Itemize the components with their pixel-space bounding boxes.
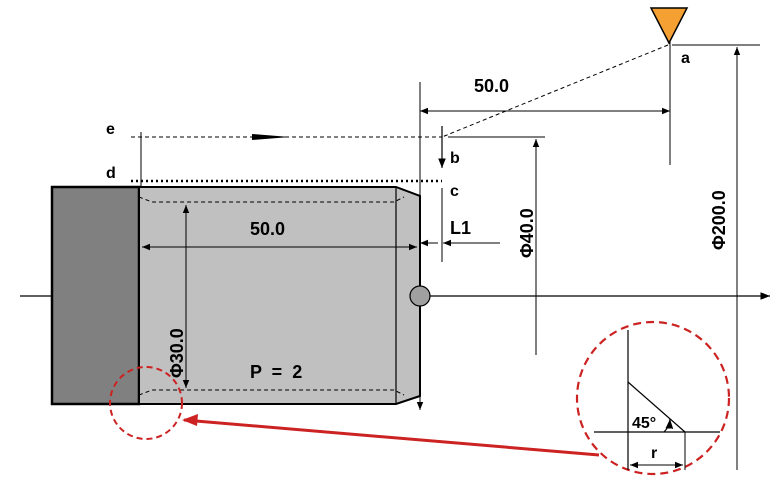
label-point-a: a bbox=[681, 50, 690, 67]
label-dia-200: Φ200.0 bbox=[709, 190, 729, 250]
label-point-c: c bbox=[450, 183, 459, 200]
detail-chamfer-line bbox=[627, 381, 686, 433]
label-point-e: e bbox=[106, 121, 115, 138]
label-radius: r bbox=[651, 445, 657, 462]
center-point-icon bbox=[409, 285, 431, 307]
thread-root-bottom bbox=[138, 389, 405, 396]
label-dia-30: Φ30.0 bbox=[167, 328, 187, 378]
triangle-tool-icon bbox=[649, 7, 689, 45]
label-point-b: b bbox=[450, 150, 460, 167]
detail-leader bbox=[183, 418, 600, 457]
path-e-arrow bbox=[252, 134, 290, 140]
label-dim-length: 50.0 bbox=[250, 219, 285, 239]
detail-leader-arrowhead bbox=[182, 414, 198, 426]
thread-root-top bbox=[138, 196, 405, 203]
label-dia-40: Φ40.0 bbox=[517, 208, 537, 258]
chuck bbox=[50, 185, 141, 406]
label-angle: 45° bbox=[632, 415, 656, 432]
label-dim-top: 50.0 bbox=[474, 76, 509, 96]
label-point-d: d bbox=[106, 165, 116, 182]
rapid-path-a-b bbox=[441, 44, 669, 138]
label-l1: L1 bbox=[450, 218, 471, 238]
detail-circle-small bbox=[109, 366, 183, 440]
detail-circle-large bbox=[575, 320, 731, 476]
label-pitch: P = 2 bbox=[250, 362, 302, 382]
detail-angle-arc bbox=[663, 418, 674, 433]
